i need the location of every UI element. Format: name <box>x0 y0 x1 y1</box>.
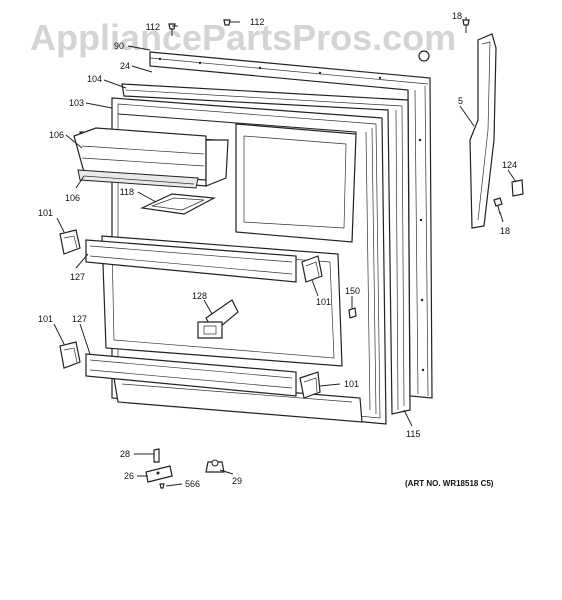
watermark-text: AppliancePartsPros.com <box>30 17 456 58</box>
callout-566: 566 <box>185 479 200 489</box>
dairy-compartment <box>73 127 229 189</box>
callout-101-b: 101 <box>316 297 331 307</box>
callout-112-right: 112 <box>250 17 264 27</box>
callout-103: 103 <box>69 98 84 108</box>
door-gasket <box>121 83 411 415</box>
shelf-end-caps <box>59 229 323 399</box>
callout-18-bottom: 18 <box>500 226 510 236</box>
callout-18-top: 18 <box>452 11 462 21</box>
callout-104: 104 <box>87 74 102 84</box>
callout-124: 124 <box>502 160 517 170</box>
callout-29: 29 <box>232 476 242 486</box>
egg-tray <box>139 193 217 215</box>
callout-127-lower: 127 <box>72 314 87 324</box>
hardware-screws <box>168 19 503 215</box>
door-bracket <box>197 299 239 339</box>
callout-150: 150 <box>345 286 360 296</box>
clip-124 <box>511 179 524 197</box>
door-handle <box>469 33 497 229</box>
callout-118: 118 <box>120 187 134 197</box>
callout-28: 28 <box>120 449 130 459</box>
clip-part <box>348 307 357 319</box>
callout-24: 24 <box>120 61 130 71</box>
callout-101-c: 101 <box>38 314 53 324</box>
callout-106-bottom: 106 <box>65 193 80 203</box>
callout-5: 5 <box>458 96 463 106</box>
leader-lines <box>53 17 517 487</box>
callout-127-upper: 127 <box>70 272 85 282</box>
hinge-parts <box>145 448 225 489</box>
callout-115: 115 <box>406 429 420 439</box>
callout-26: 26 <box>124 471 134 481</box>
callout-101-a: 101 <box>38 208 53 218</box>
art-number: (ART NO. WR18518 C5) <box>405 479 494 488</box>
callout-128: 128 <box>192 291 207 301</box>
callout-90: 90 <box>114 41 124 51</box>
callout-106-top: 106 <box>49 130 64 140</box>
door-shelf-lower <box>85 353 297 397</box>
callout-112-left: 112 <box>146 22 160 32</box>
callout-101-d: 101 <box>344 379 359 389</box>
door-shelf-upper <box>85 239 297 283</box>
